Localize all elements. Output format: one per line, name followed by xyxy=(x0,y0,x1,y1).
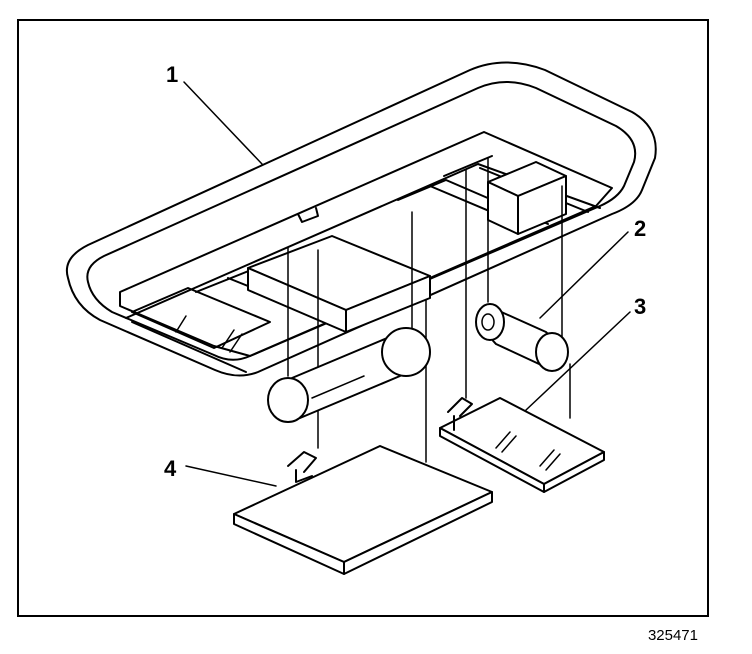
callout-4: 4 xyxy=(164,456,177,481)
callout-leaders xyxy=(183,81,631,487)
callout-3: 3 xyxy=(634,294,646,319)
figure-number: 325471 xyxy=(648,627,698,644)
callout-2: 2 xyxy=(634,216,646,241)
alignment-lines xyxy=(287,157,571,463)
callout-1: 1 xyxy=(166,62,178,87)
lens-right xyxy=(439,397,605,493)
bulb-left xyxy=(267,327,431,423)
bulb-right xyxy=(475,303,569,372)
lens-left xyxy=(233,445,493,575)
figure-frame xyxy=(17,19,709,617)
lamp-housing xyxy=(66,61,657,377)
